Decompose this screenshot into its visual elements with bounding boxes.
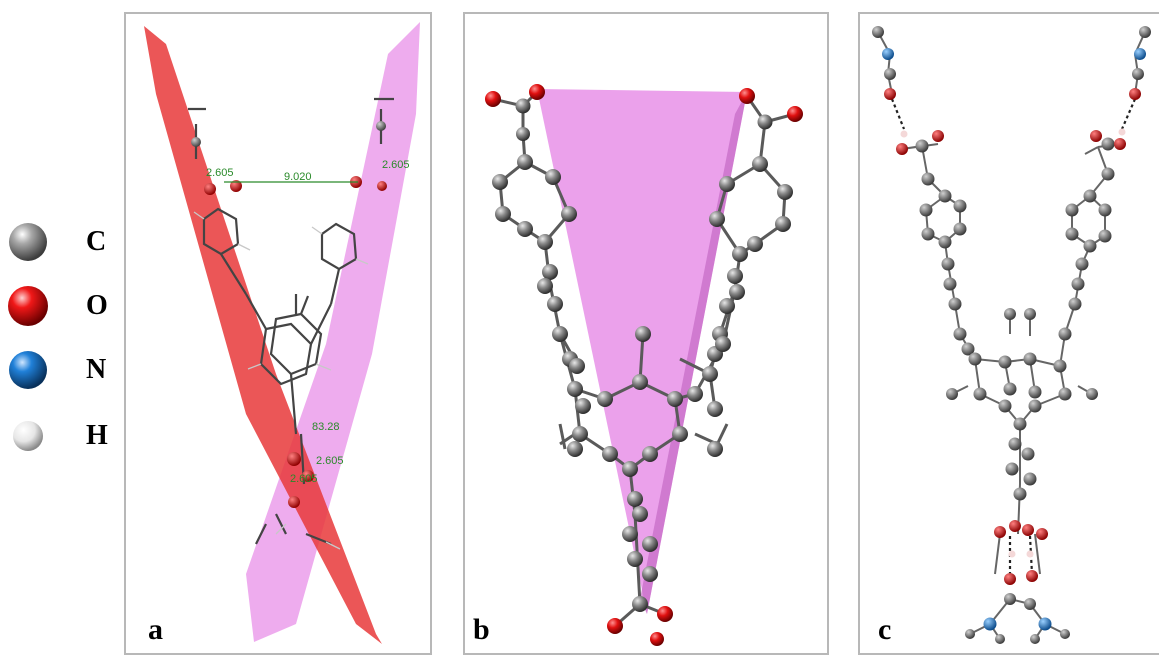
bonds — [877, 31, 1146, 640]
measure-label: 2.605 — [316, 455, 344, 467]
nitrogen-sphere-icon — [9, 351, 47, 389]
legend-item-carbon: C — [8, 220, 106, 264]
hydrogen-bonds — [890, 98, 1137, 575]
legend-item-hydrogen: H — [8, 414, 108, 458]
carbon-sphere-icon — [9, 223, 47, 261]
measure-label: 2.605 — [290, 473, 318, 485]
carbon-atoms — [492, 98, 793, 612]
oxygen-atom — [288, 496, 300, 508]
oxygen-atom — [377, 181, 387, 191]
panel-c-structure — [872, 26, 1151, 644]
oxygen-atom — [230, 180, 242, 192]
carbon-atoms — [872, 26, 1151, 644]
panel-a: 2.605 9.020 2.605 83.28 2.605 2.605 a — [124, 12, 432, 655]
hydrogen-sphere-icon — [13, 421, 43, 451]
measure-label: 2.605 — [382, 159, 410, 171]
measure-label: 2.605 — [206, 167, 234, 179]
legend-item-nitrogen: N — [8, 348, 106, 392]
atom-legend: C O N H — [0, 0, 120, 655]
oxygen-sphere-icon — [8, 286, 48, 326]
legend-label-hydrogen: H — [86, 420, 108, 451]
legend-item-oxygen: O — [8, 284, 108, 328]
oxygen-atoms — [485, 84, 803, 646]
legend-label-carbon: C — [86, 226, 107, 257]
carbon-atom — [376, 121, 386, 131]
carbon-atom — [191, 137, 201, 147]
panel-a-structure: 2.605 9.020 2.605 83.28 2.605 2.605 — [144, 22, 420, 644]
panel-letter-b: b — [473, 613, 490, 646]
oxygen-atom — [302, 470, 314, 482]
nitrogen-atoms — [882, 48, 1146, 631]
oxygen-atom — [287, 452, 301, 466]
panel-letter-a: a — [148, 613, 163, 646]
legend-label-nitrogen: N — [86, 354, 107, 385]
plane-red — [144, 26, 382, 644]
measure-label: 83.28 — [312, 421, 340, 433]
panel-b: b — [463, 12, 829, 655]
measure-label: 9.020 — [284, 171, 312, 183]
oxygen-atoms — [884, 88, 1141, 585]
hydrogen-atoms — [900, 128, 1126, 558]
panel-letter-c: c — [878, 613, 892, 646]
h-atom-wires — [193, 211, 369, 550]
oxygen-atom — [204, 183, 216, 195]
legend-label-oxygen: O — [86, 290, 108, 321]
panel-c: c — [858, 12, 1159, 655]
panel-b-structure — [485, 84, 803, 646]
